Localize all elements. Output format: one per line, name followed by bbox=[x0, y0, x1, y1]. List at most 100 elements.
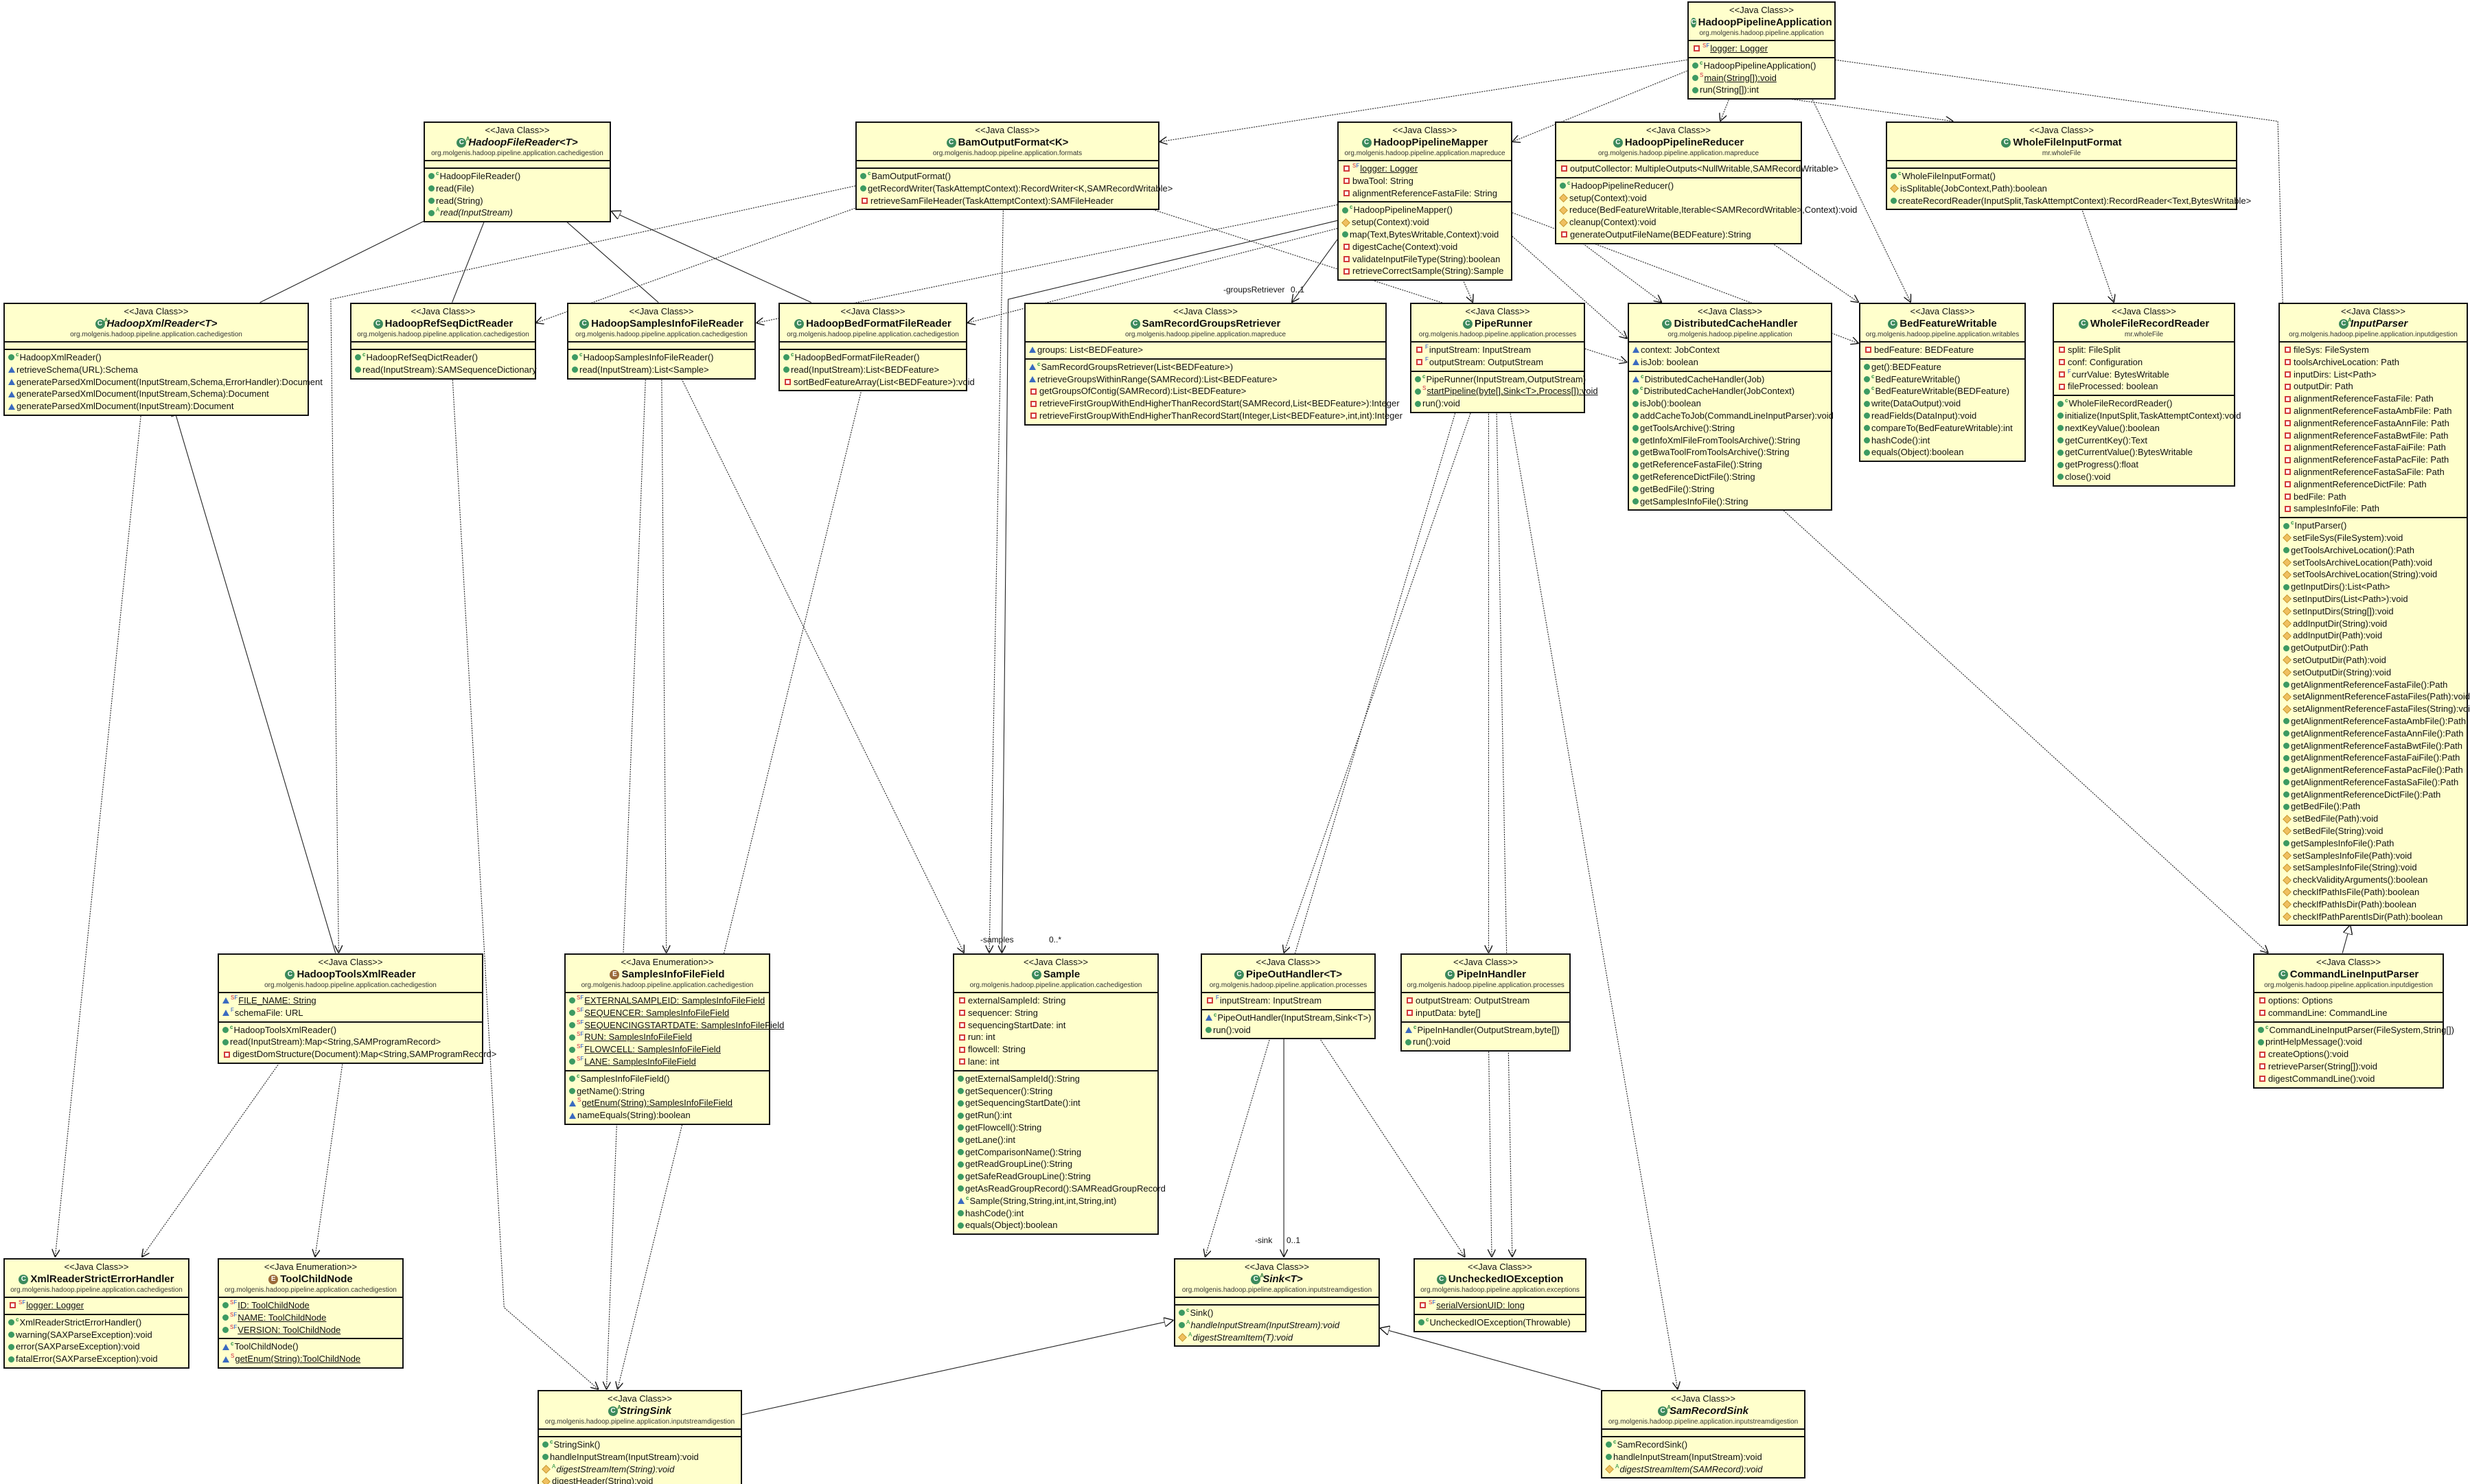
method-item[interactable]: getAlignmentReferenceFastaAnnFile():Path bbox=[2280, 728, 2467, 740]
method-item[interactable]: setOutputDir(String):void bbox=[2280, 666, 2467, 679]
method-item[interactable]: read(InputStream):List<Sample> bbox=[568, 364, 754, 376]
method-item[interactable]: getGroupsOfContig(SAMRecord):List<BEDFea… bbox=[1026, 385, 1385, 397]
method-item[interactable]: getReferenceDictFile():String bbox=[1629, 471, 1831, 483]
method-item[interactable]: getProgress():float bbox=[2054, 459, 2234, 471]
method-item[interactable]: getOutputDir():Path bbox=[2280, 642, 2467, 654]
method-item[interactable]: digestCache(Context):void bbox=[1339, 241, 1511, 253]
method-item[interactable]: getLane():int bbox=[954, 1134, 1157, 1146]
field-item[interactable]: alignmentReferenceFastaAnnFile: Path bbox=[2280, 417, 2467, 430]
method-item[interactable]: getSamplesInfoFile():Path bbox=[2280, 837, 2467, 850]
method-item[interactable]: setAlignmentReferenceFastaFiles(String):… bbox=[2280, 703, 2470, 715]
method-item[interactable]: isJob():boolean bbox=[1629, 397, 1831, 410]
method-item[interactable]: getBedFile():Path bbox=[2280, 800, 2467, 813]
method-item[interactable]: getComparisonName():String bbox=[954, 1146, 1157, 1159]
field-item[interactable]: inputData: byte[] bbox=[1402, 1007, 1569, 1019]
method-item[interactable]: reduce(BedFeatureWritable,Iterable<SAMRe… bbox=[1556, 204, 1857, 216]
field-item[interactable]: sequencingStartDate: int bbox=[954, 1019, 1157, 1032]
method-item[interactable]: fatalError(SAXParseException):void bbox=[5, 1353, 188, 1365]
method-item[interactable]: map(Text,BytesWritable,Context):void bbox=[1339, 229, 1511, 241]
method-item[interactable]: checkIfPathIsFile(Path):boolean bbox=[2280, 886, 2467, 898]
method-item[interactable]: close():void bbox=[2054, 471, 2234, 483]
method-item[interactable]: setInputDirs(List<Path>):void bbox=[2280, 593, 2467, 605]
field-item[interactable]: inputDirs: List<Path> bbox=[2280, 369, 2467, 381]
field-item[interactable]: commandLine: CommandLine bbox=[2254, 1007, 2443, 1019]
method-item[interactable]: compareTo(BedFeatureWritable):int bbox=[1860, 422, 2024, 434]
field-item[interactable]: alignmentReferenceFastaSaFile: Path bbox=[2280, 466, 2467, 478]
method-item[interactable]: warning(SAXParseException):void bbox=[5, 1329, 188, 1341]
method-item[interactable]: setup(Context):void bbox=[1556, 192, 1801, 205]
method-item[interactable]: run():void bbox=[1202, 1024, 1374, 1036]
field-item[interactable]: samplesInfoFile: Path bbox=[2280, 502, 2467, 515]
method-item[interactable]: hashCode():int bbox=[1860, 434, 2024, 447]
method-item[interactable]: generateParsedXmlDocument(InputStream,Sc… bbox=[5, 376, 323, 389]
field-item[interactable]: alignmentReferenceFastaFaiFile: Path bbox=[2280, 441, 2467, 454]
method-item[interactable]: getInfoXmlFileFromToolsArchive():String bbox=[1629, 434, 1831, 447]
method-item[interactable]: checkIfPathParentIsDir(Path):boolean bbox=[2280, 911, 2467, 923]
method-item[interactable]: addCacheToJob(CommandLineInputParser):vo… bbox=[1629, 410, 1834, 422]
method-item[interactable]: run():void bbox=[1402, 1036, 1569, 1048]
method-item[interactable]: getAlignmentReferenceDictFile():Path bbox=[2280, 789, 2467, 801]
method-item[interactable]: getAlignmentReferenceFastaFile():Path bbox=[2280, 679, 2467, 691]
method-item[interactable]: setSamplesInfoFile(Path):void bbox=[2280, 850, 2467, 862]
field-item[interactable]: toolsArchiveLocation: Path bbox=[2280, 356, 2467, 369]
method-item[interactable]: retrieveGroupsWithinRange(SAMRecord):Lis… bbox=[1026, 373, 1385, 386]
method-item[interactable]: getToolsArchiveLocation():Path bbox=[2280, 544, 2467, 557]
field-item[interactable]: alignmentReferenceFastaPacFile: Path bbox=[2280, 454, 2467, 466]
field-item[interactable]: isJob: boolean bbox=[1629, 356, 1831, 369]
method-item[interactable]: getSequencingStartDate():int bbox=[954, 1097, 1157, 1109]
method-item[interactable]: getSamplesInfoFile():String bbox=[1629, 496, 1831, 508]
method-item[interactable]: getSequencer():String bbox=[954, 1085, 1157, 1098]
method-item[interactable]: validateInputFileType(String):boolean bbox=[1339, 253, 1511, 266]
method-item[interactable]: run():void bbox=[1411, 397, 1584, 410]
method-item[interactable]: retrieveCorrectSample(String):Sample bbox=[1339, 265, 1511, 277]
field-item[interactable]: alignmentReferenceFastaAmbFile: Path bbox=[2280, 405, 2467, 417]
method-item[interactable]: readFields(DataInput):void bbox=[1860, 410, 2024, 422]
method-item[interactable]: read(File) bbox=[425, 183, 610, 195]
method-item[interactable]: retrieveParser(String[]):void bbox=[2254, 1060, 2443, 1073]
field-item[interactable]: run: int bbox=[954, 1031, 1157, 1043]
field-item[interactable]: alignmentReferenceFastaBwtFile: Path bbox=[2280, 430, 2467, 442]
method-item[interactable]: isSplitable(JobContext,Path):boolean bbox=[1887, 183, 2236, 195]
method-item[interactable]: get():BEDFeature bbox=[1860, 361, 2024, 373]
method-item[interactable]: retrieveFirstGroupWithEndHigherThanRecor… bbox=[1026, 397, 1400, 410]
field-item[interactable]: bedFile: Path bbox=[2280, 491, 2467, 503]
method-item[interactable]: getBwaToolFromToolsArchive():String bbox=[1629, 446, 1831, 459]
field-item[interactable]: outputDir: Path bbox=[2280, 380, 2467, 393]
method-item[interactable]: hashCode():int bbox=[954, 1207, 1157, 1220]
method-item[interactable]: sortBedFeatureArray(List<BEDFeature>):vo… bbox=[780, 376, 975, 389]
method-item[interactable]: generateParsedXmlDocument(InputStream):D… bbox=[5, 400, 308, 413]
method-item[interactable]: handleInputStream(InputStream):void bbox=[539, 1451, 741, 1463]
method-item[interactable]: initialize(InputSplit,TaskAttemptContext… bbox=[2054, 410, 2241, 422]
